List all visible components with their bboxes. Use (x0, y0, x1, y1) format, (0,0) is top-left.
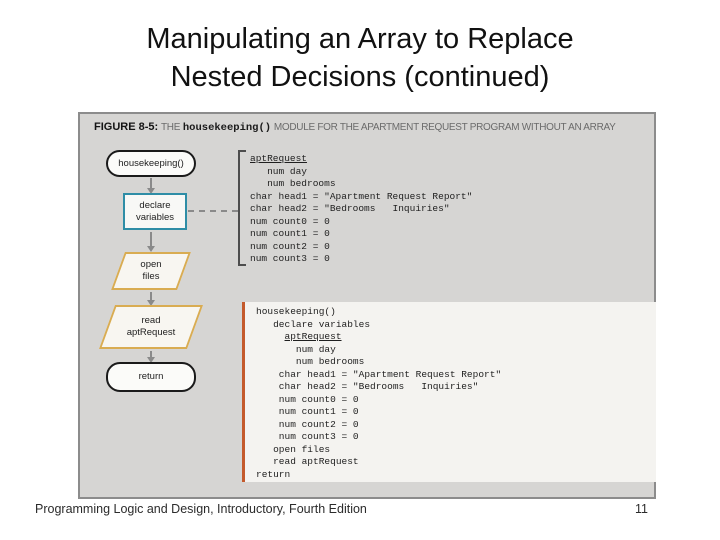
pseudocode-code-block: housekeeping() declare variables aptRequ… (256, 306, 502, 480)
figure-caption-code: housekeeping() (182, 122, 272, 134)
flowchart-terminal-return: return (106, 362, 196, 392)
flow-arrow-down-icon (146, 351, 155, 363)
flowchart-io-read-aptrequest-label: read aptRequest (126, 315, 176, 338)
figure-caption: FIGURE 8-5: THE housekeeping() MODULE FO… (94, 121, 650, 134)
flowchart-process-declare-variables: declare variables (123, 193, 187, 230)
pseudocode-block: housekeeping() declare variables aptRequ… (242, 302, 656, 482)
page-number: 11 (635, 502, 648, 516)
dashed-connector-line (188, 210, 238, 212)
flowchart-terminal-return-label: return (138, 371, 164, 382)
slide-title: Manipulating an Array to Replace Nested … (0, 20, 720, 96)
flowchart-io-open-files-label: open files (140, 259, 162, 282)
slide-title-line1: Manipulating an Array to Replace (146, 23, 574, 55)
flow-arrow-down-icon (146, 292, 155, 306)
figure-caption-pre: THE (160, 122, 181, 133)
flow-arrow-down-icon (146, 232, 155, 252)
flowchart-terminal-housekeeping-label: housekeeping() (118, 157, 184, 169)
figure-caption-label: FIGURE 8-5: (94, 121, 159, 133)
declaration-bracket (238, 150, 246, 266)
footer-text: Programming Logic and Design, Introducto… (35, 502, 367, 516)
flowchart-io-open-files: open files (111, 252, 191, 290)
flowchart-terminal-housekeeping: housekeeping() (106, 150, 196, 177)
flow-arrow-down-icon (146, 178, 155, 194)
figure-caption-post: MODULE FOR THE APARTMENT REQUEST PROGRAM… (273, 122, 616, 133)
figure-panel: FIGURE 8-5: THE housekeeping() MODULE FO… (78, 112, 656, 499)
slide-title-line2: Nested Decisions (continued) (170, 61, 550, 93)
flowchart-io-read-aptrequest: read aptRequest (98, 305, 204, 349)
flowchart-process-declare-variables-label: declare variables (135, 199, 175, 223)
